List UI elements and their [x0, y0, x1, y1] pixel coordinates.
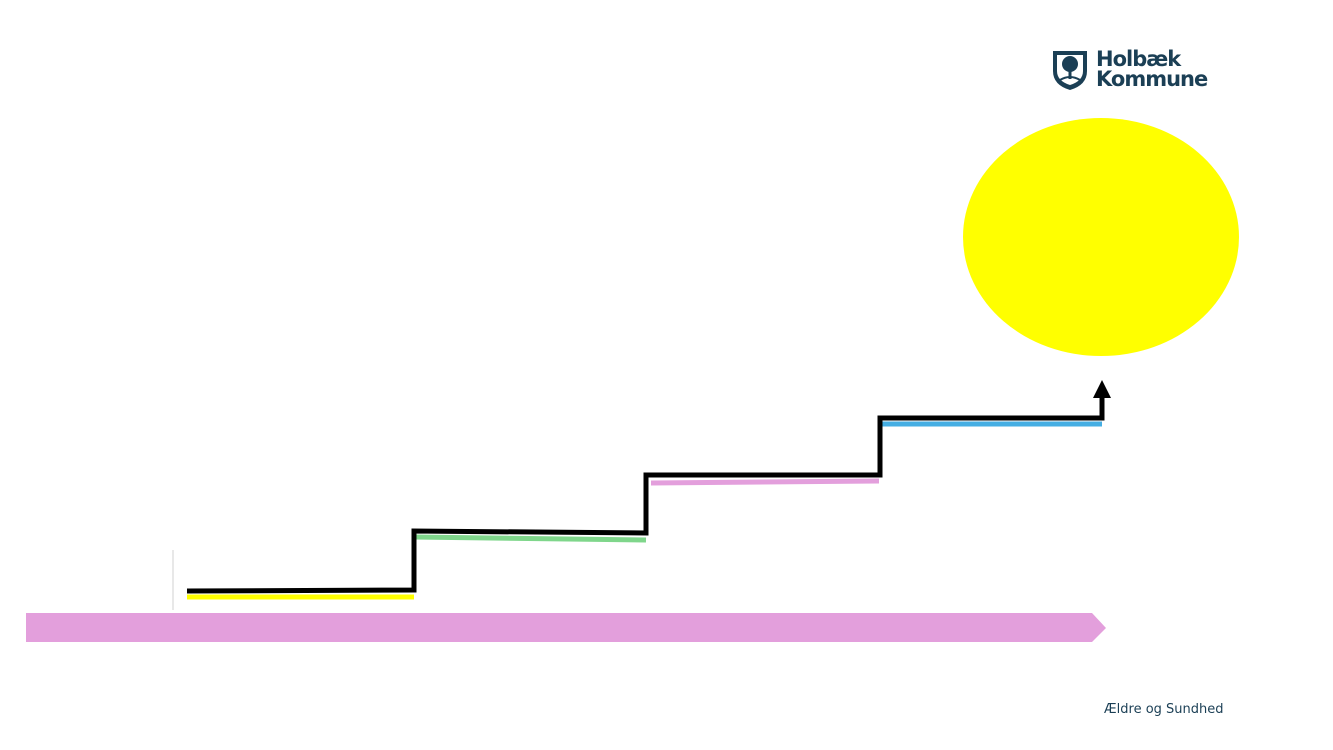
- goal-sun: [963, 118, 1239, 356]
- holbaek-logo: Holbæk Kommune: [1050, 45, 1230, 93]
- step-2-underline: [413, 534, 647, 543]
- timeline-arrow: [26, 613, 1106, 642]
- up-arrow-icon: [1093, 380, 1111, 398]
- logo-line-1: Holbæk: [1096, 47, 1181, 71]
- logo-line-2: Kommune: [1096, 67, 1208, 91]
- step-3-underline: [650, 478, 880, 486]
- staircase-line: [186, 398, 1105, 594]
- footer-department-label: Ældre og Sundhed: [1104, 702, 1224, 717]
- municipal-crest-icon: [1053, 51, 1087, 90]
